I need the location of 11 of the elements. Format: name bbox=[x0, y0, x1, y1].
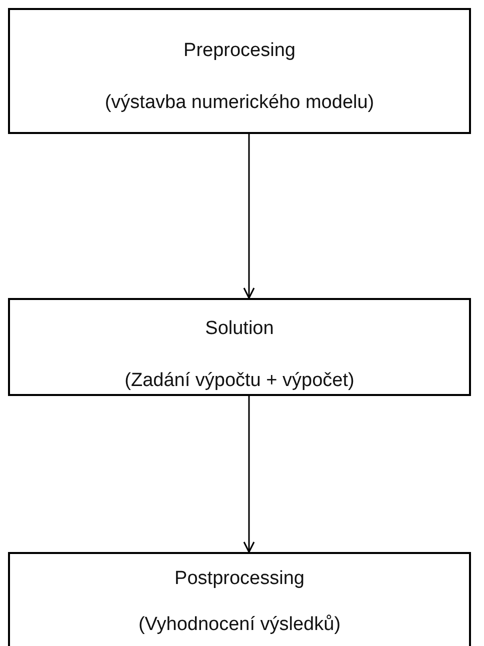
box-description: (Vyhodnocení výsledků) bbox=[138, 614, 341, 635]
box-title: Solution bbox=[205, 318, 274, 339]
box-description: (Zadání výpočtu + výpočet) bbox=[124, 370, 354, 391]
arrow bbox=[243, 396, 255, 553]
box-description: (výstavba numerického modelu) bbox=[104, 92, 374, 113]
arrow bbox=[243, 134, 255, 299]
box-title: Postprocessing bbox=[174, 568, 304, 589]
process-box bbox=[8, 298, 471, 396]
process-box bbox=[8, 552, 471, 646]
process-box bbox=[8, 8, 471, 134]
box-title: Preprocesing bbox=[184, 40, 296, 61]
